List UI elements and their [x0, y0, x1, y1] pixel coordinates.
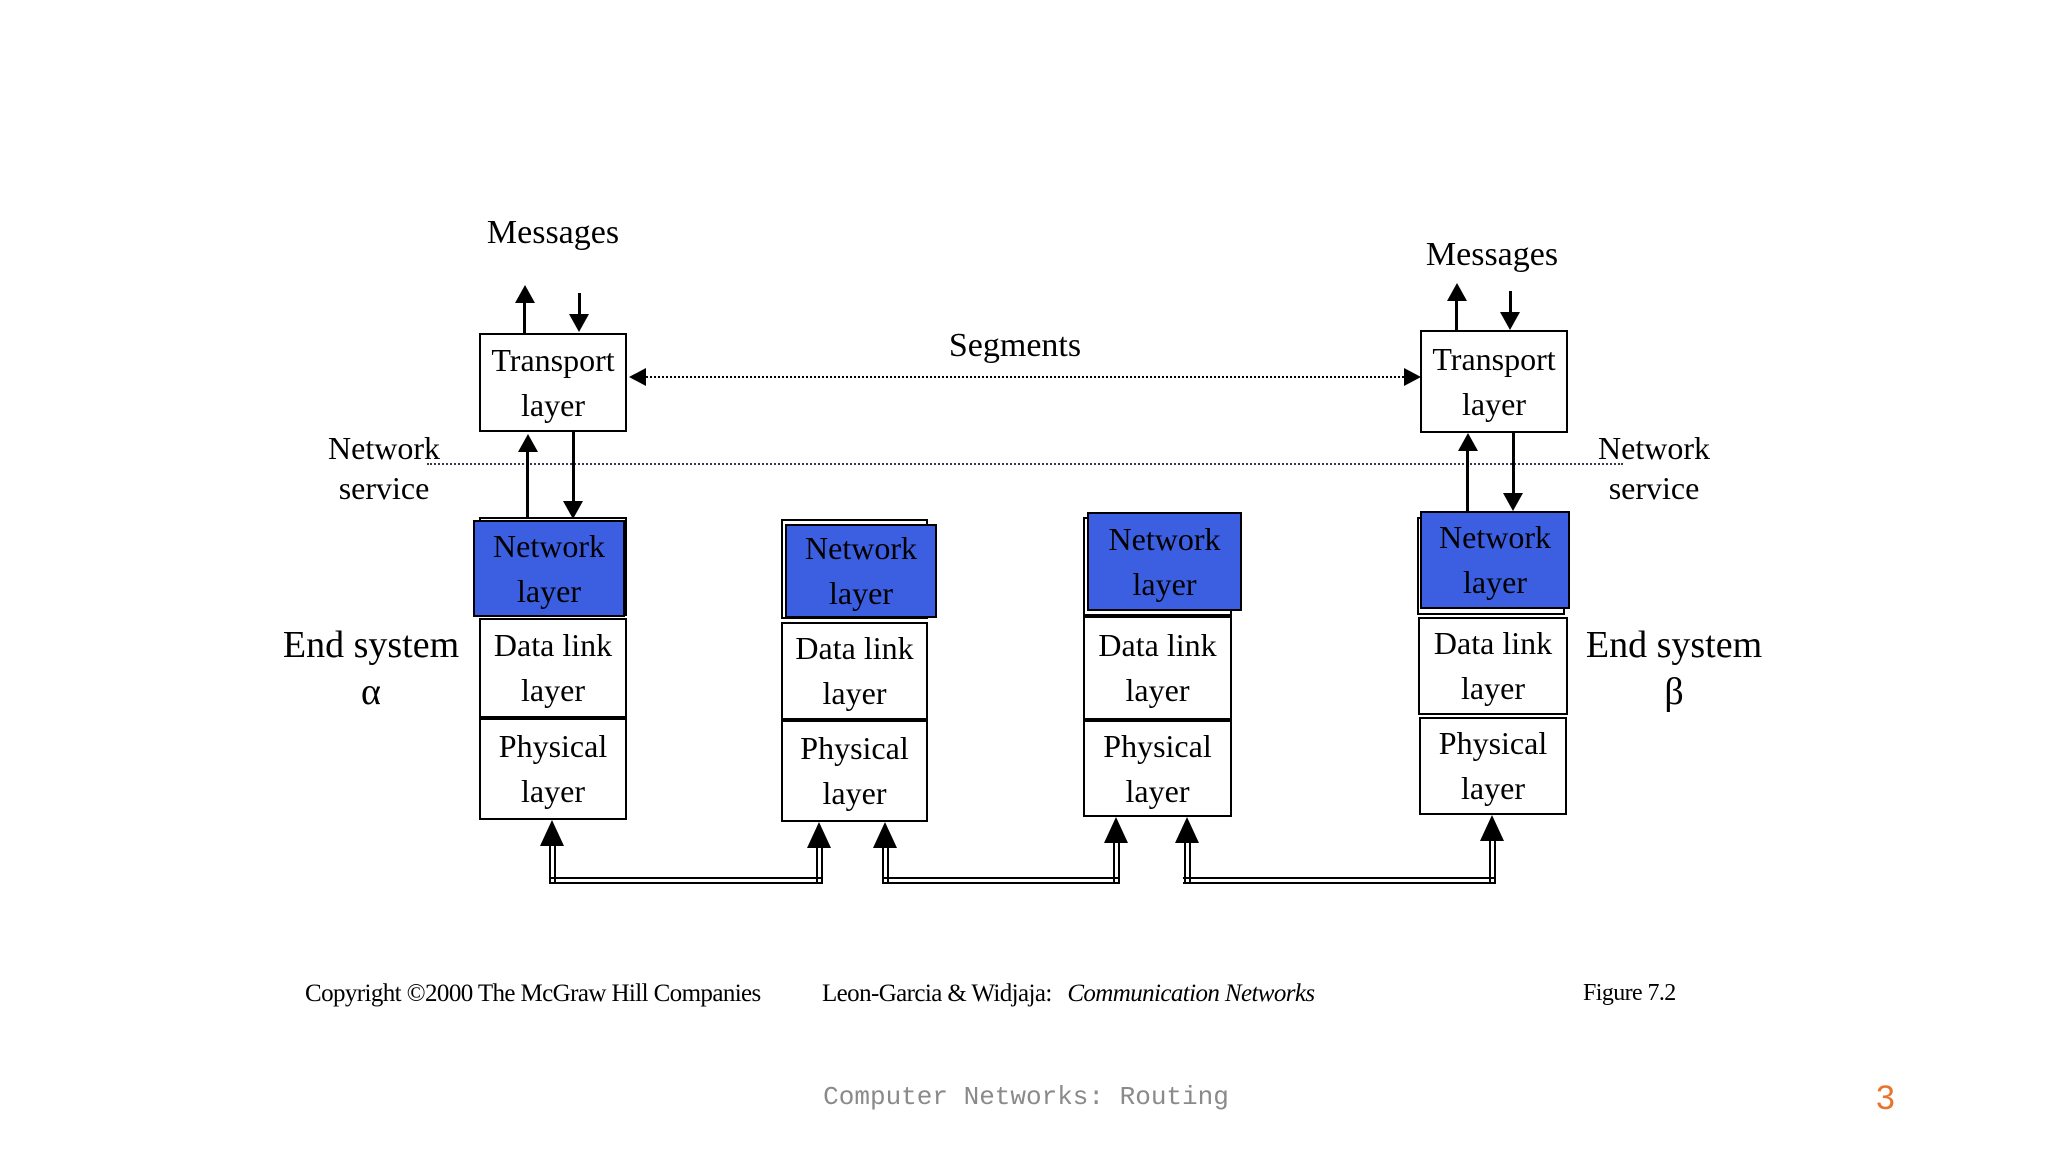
physical-link-vline — [1489, 841, 1496, 884]
transport-layer-label: layer — [1462, 385, 1526, 422]
network-service-line1: Network — [328, 430, 440, 466]
data-link-layer-box: Data link layer — [1083, 616, 1232, 720]
physical-layer-label: layer — [822, 775, 887, 811]
arrow-down-icon — [1503, 493, 1523, 511]
network-layer-label: layer — [1463, 564, 1527, 600]
physical-link-vline — [816, 848, 823, 884]
segments-arrowhead-left-icon — [629, 368, 646, 386]
data-link-layer-label: layer — [1125, 672, 1190, 708]
physical-link-arrowhead-icon — [540, 820, 564, 846]
network-service-line1: Network — [1598, 430, 1710, 466]
transport-layer-label: Transport — [491, 341, 615, 378]
arrow-up-icon — [1458, 433, 1478, 451]
data-link-layer-label: Data link — [1433, 625, 1553, 661]
network-layer-label: Network — [1439, 519, 1551, 555]
physical-layer-box: Physical layer — [1419, 717, 1567, 815]
segments-arrowhead-right-icon — [1404, 368, 1421, 386]
network-layer-box: Network layer — [785, 524, 937, 618]
arrow-down-icon — [563, 501, 583, 519]
data-link-layer-label: Data link — [795, 630, 914, 666]
end-system-label-beta: End system β — [1586, 622, 1762, 716]
arrow-line — [1455, 299, 1458, 330]
physical-link-vline — [882, 848, 889, 884]
physical-layer-label: layer — [1125, 772, 1190, 809]
arrow-line — [578, 293, 581, 316]
physical-layer-box: Physical layer — [479, 718, 627, 820]
physical-link-vline — [549, 846, 556, 884]
course-title: Computer Networks: Routing — [823, 1082, 1229, 1112]
citation-author: Leon-Garcia & Widjaja: — [822, 980, 1052, 1007]
network-service-dotted-line — [427, 463, 1623, 465]
data-link-layer-box: Data link layer — [1418, 617, 1568, 715]
network-service-line2: service — [338, 470, 430, 506]
end-system-symbol: β — [1664, 671, 1684, 713]
arrow-up-icon — [515, 285, 535, 303]
citation-title: Communication Networks — [1067, 980, 1315, 1007]
arrow-up-icon — [1447, 283, 1467, 301]
arrow-line — [572, 432, 575, 501]
physical-layer-box: Physical layer — [781, 720, 928, 822]
network-layer-box: Network layer — [1420, 511, 1570, 609]
network-service-line2: service — [1608, 470, 1700, 506]
physical-link-hline — [549, 877, 823, 884]
physical-link-arrowhead-icon — [807, 822, 831, 848]
arrow-line — [1509, 291, 1512, 313]
data-link-layer-label: layer — [1461, 670, 1525, 706]
physical-layer-label: layer — [1461, 770, 1525, 806]
end-system-symbol: α — [361, 671, 381, 713]
physical-layer-label: Physical — [498, 728, 608, 764]
physical-layer-box: Physical layer — [1083, 720, 1232, 817]
network-layer-label: Network — [805, 530, 917, 566]
arrow-down-icon — [1500, 312, 1520, 330]
arrow-line — [1466, 449, 1469, 511]
physical-link-vline — [1113, 843, 1120, 884]
data-link-layer-box: Data link layer — [479, 618, 627, 718]
physical-link-arrowhead-icon — [1480, 815, 1504, 841]
network-layer-label: layer — [517, 572, 581, 609]
physical-link-vline — [1184, 843, 1191, 884]
figure-label: Figure 7.2 — [1583, 980, 1676, 1006]
network-layer-label: Network — [1108, 520, 1221, 557]
arrow-line — [1512, 433, 1515, 493]
data-link-layer-box: Data link layer — [781, 622, 928, 720]
physical-layer-label: Physical — [800, 730, 909, 766]
physical-link-hline — [1183, 877, 1496, 884]
segments-dotted-line — [646, 376, 1404, 378]
end-system-label-alpha: End system α — [283, 622, 459, 716]
network-layer-label: layer — [1132, 565, 1197, 602]
end-system-text: End system — [1585, 624, 1763, 666]
arrow-down-icon — [569, 314, 589, 332]
network-layer-label: layer — [829, 575, 893, 611]
messages-label-left: Messages — [486, 214, 620, 251]
transport-layer-label: layer — [521, 386, 585, 423]
network-layer-box: Network layer — [473, 520, 625, 617]
physical-layer-label: Physical — [1438, 725, 1548, 761]
arrow-line — [523, 301, 526, 333]
physical-link-arrowhead-icon — [1104, 817, 1128, 843]
data-link-layer-label: Data link — [493, 627, 613, 663]
arrow-up-icon — [518, 434, 538, 452]
network-service-label-right: Network service — [1598, 428, 1710, 508]
end-system-text: End system — [282, 624, 460, 666]
physical-layer-label: Physical — [1103, 727, 1212, 764]
copyright-text: Copyright ©2000 The McGraw Hill Companie… — [305, 980, 761, 1007]
data-link-layer-label: layer — [521, 672, 585, 708]
transport-layer-box-right: Transport layer — [1420, 330, 1568, 433]
transport-layer-box-left: Transport layer — [479, 333, 627, 432]
arrow-line — [526, 450, 529, 519]
network-service-label-left: Network service — [328, 428, 440, 508]
physical-layer-label: layer — [521, 773, 585, 809]
physical-link-arrowhead-icon — [1175, 817, 1199, 843]
data-link-layer-label: layer — [822, 675, 887, 711]
segments-label: Segments — [948, 327, 1082, 364]
physical-link-hline — [882, 877, 1120, 884]
network-layer-box: Network layer — [1087, 512, 1242, 611]
network-layer-label: Network — [493, 527, 605, 564]
transport-layer-label: Transport — [1432, 340, 1556, 377]
physical-link-arrowhead-icon — [873, 822, 897, 848]
page-number: 3 — [1876, 1079, 1895, 1117]
messages-label-right: Messages — [1425, 236, 1559, 273]
citation-text: Leon-Garcia & Widjaja: Communication Net… — [822, 980, 1315, 1008]
data-link-layer-label: Data link — [1098, 627, 1217, 663]
